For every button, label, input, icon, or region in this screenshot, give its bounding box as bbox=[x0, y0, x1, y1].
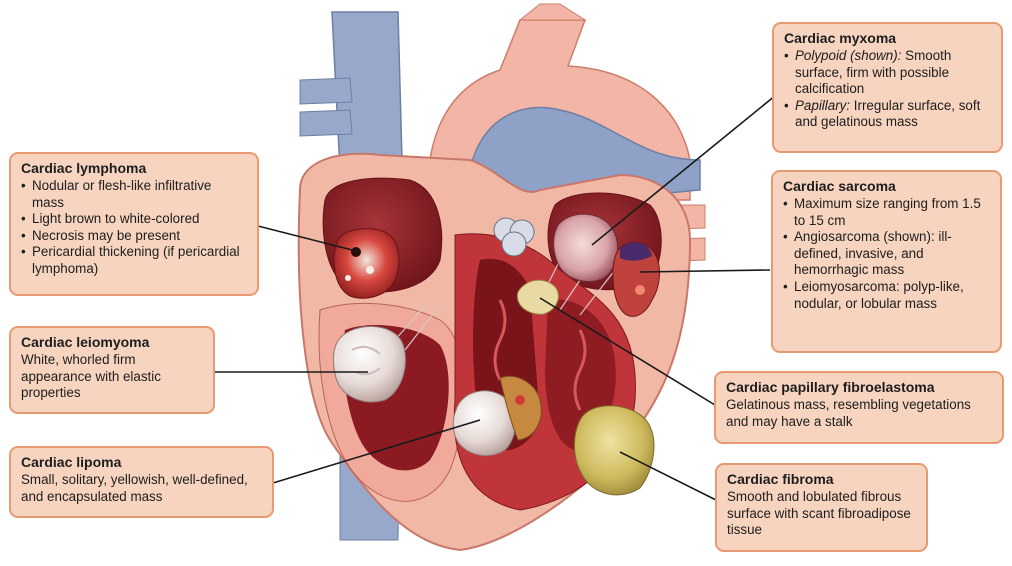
myxoma-title: Cardiac myxoma bbox=[784, 30, 897, 46]
leiomyoma-description: White, whorled firm appearance with elas… bbox=[21, 352, 161, 401]
lymphoma-title: Cardiac lymphoma bbox=[21, 160, 147, 176]
callout-cardiac-leiomyoma: Cardiac leiomyoma White, whorled firm ap… bbox=[9, 326, 215, 414]
lipoma-tumor bbox=[452, 375, 542, 457]
lymphoma-item: Pericardial thickening (if pericardial l… bbox=[21, 244, 247, 277]
lymphoma-list: Nodular or flesh-like infiltrative mass … bbox=[21, 178, 247, 278]
callout-cardiac-lymphoma: Cardiac lymphoma Nodular or flesh-like i… bbox=[9, 152, 259, 296]
callout-cardiac-myxoma: Cardiac myxoma Polypoid (shown): Smooth … bbox=[772, 22, 1003, 153]
myxoma-item-text: Irregular surface, soft and gelatinous m… bbox=[795, 97, 981, 130]
leader-lines bbox=[213, 94, 777, 501]
leader-fibroelastoma bbox=[539, 297, 716, 406]
fibroelastoma-tumor bbox=[516, 279, 559, 315]
lymphoma-item: Necrosis may be present bbox=[21, 228, 247, 245]
leader-sarcoma bbox=[639, 269, 771, 273]
fibroma-title: Cardiac fibroma bbox=[727, 471, 834, 487]
myxoma-item: Polypoid (shown): Smooth surface, firm w… bbox=[784, 48, 991, 98]
fibroma-tumor bbox=[574, 405, 655, 496]
fibroelastoma-title: Cardiac papillary fibroelastoma bbox=[726, 379, 935, 395]
callout-cardiac-lipoma: Cardiac lipoma Small, solitary, yellowis… bbox=[9, 446, 274, 518]
aortic-valve bbox=[493, 217, 535, 257]
leader-lymphoma bbox=[257, 225, 361, 253]
lipoma-title: Cardiac lipoma bbox=[21, 454, 122, 470]
sarcoma-item: Maximum size ranging from 1.5 to 15 cm bbox=[783, 196, 990, 229]
lymphoma-tumor bbox=[333, 228, 400, 299]
fibroelastoma-description: Gelatinous mass, resembling vegetations … bbox=[726, 397, 971, 429]
myxoma-list: Polypoid (shown): Smooth surface, firm w… bbox=[784, 48, 991, 131]
sarcoma-item: Leiomyosarcoma: polyp-like, nodular, or … bbox=[783, 279, 990, 312]
sarcoma-list: Maximum size ranging from 1.5 to 15 cm A… bbox=[783, 196, 990, 312]
sarcoma-item: Angiosarcoma (shown): ill-defined, invas… bbox=[783, 229, 990, 279]
myxoma-item-label: Papillary: bbox=[795, 97, 851, 113]
callout-cardiac-fibroma: Cardiac fibroma Smooth and lobulated fib… bbox=[715, 463, 928, 552]
fibroma-description: Smooth and lobulated fibrous surface wit… bbox=[727, 489, 911, 538]
myxoma-item: Papillary: Irregular surface, soft and g… bbox=[784, 98, 991, 131]
leader-myxoma bbox=[591, 94, 777, 246]
sarcoma-title: Cardiac sarcoma bbox=[783, 178, 896, 194]
sarcoma-tumor bbox=[612, 241, 660, 317]
pulmonary-veins-left bbox=[299, 77, 353, 137]
leiomyoma-title: Cardiac leiomyoma bbox=[21, 334, 150, 350]
lymphoma-item: Light brown to white-colored bbox=[21, 211, 247, 228]
myxoma-item-text: Smooth surface, firm with possible calci… bbox=[795, 48, 952, 97]
leiomyoma-tumor bbox=[332, 326, 406, 403]
callout-cardiac-sarcoma: Cardiac sarcoma Maximum size ranging fro… bbox=[771, 170, 1002, 353]
lymphoma-item: Nodular or flesh-like infiltrative mass bbox=[21, 178, 247, 211]
lipoma-description: Small, solitary, yellowish, well-defined… bbox=[21, 472, 248, 504]
leader-fibroma bbox=[619, 451, 717, 501]
myxoma-item-label: Polypoid (shown): bbox=[795, 48, 902, 63]
leader-lipoma bbox=[272, 419, 481, 484]
callout-cardiac-papillary-fibroelastoma: Cardiac papillary fibroelastoma Gelatino… bbox=[714, 371, 1004, 444]
myxoma-tumor bbox=[553, 213, 619, 282]
